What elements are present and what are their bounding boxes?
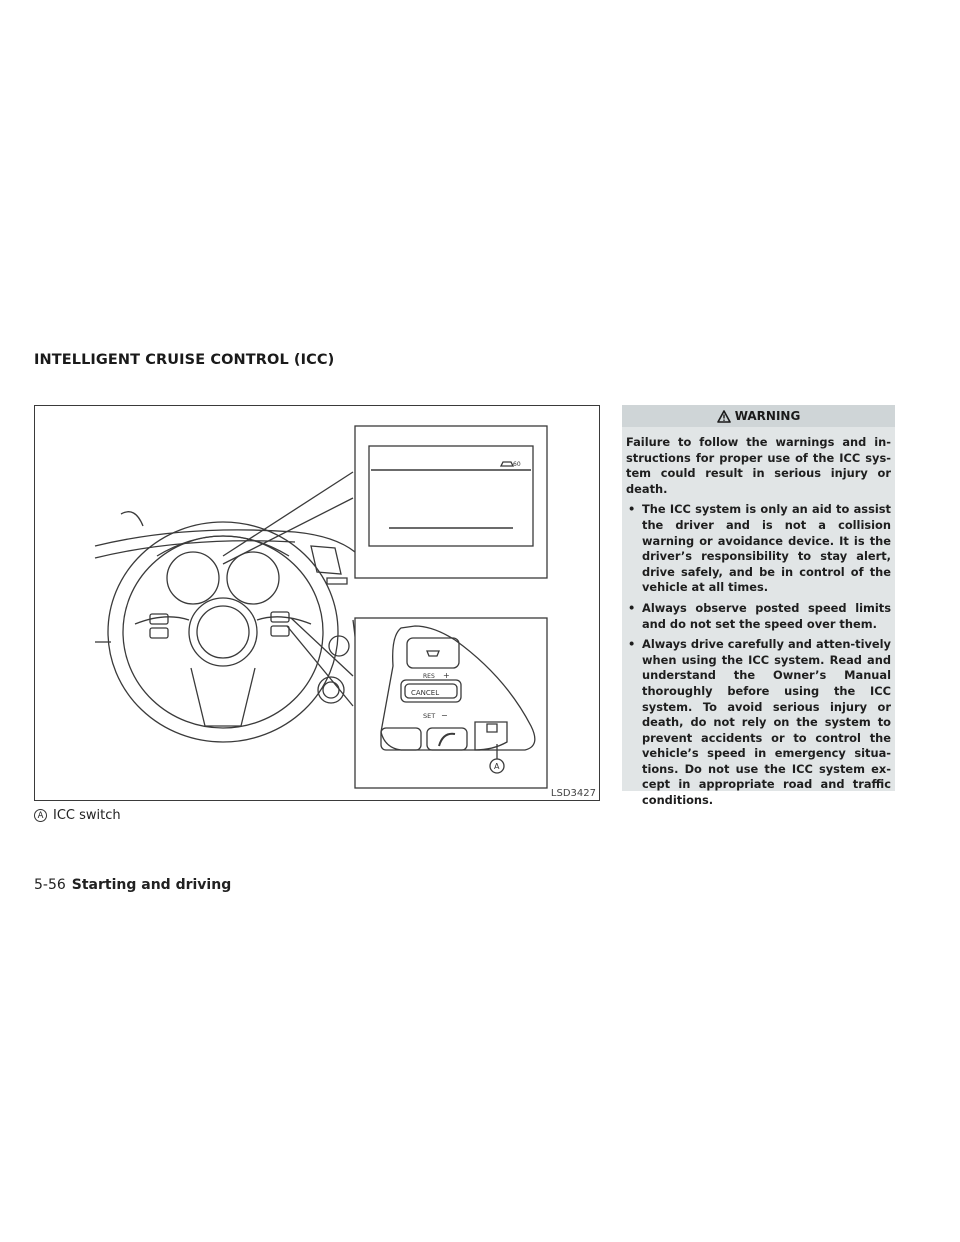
leader-line-display: [222, 471, 354, 557]
page-footer: 5-56 Starting and driving: [34, 877, 231, 893]
steering-wheel-rim: [107, 521, 339, 743]
figure-code: LSD3427: [550, 788, 596, 799]
figure-caption: A ICC switch: [34, 808, 121, 823]
start-button: [317, 676, 345, 704]
warning-intro: Failure to follow the warnings and in-st…: [626, 435, 891, 496]
leader-line-switch: [290, 617, 354, 677]
phone-icon: [438, 732, 456, 747]
callout-a-label: A: [494, 762, 500, 771]
cancel-label: CANCEL: [411, 689, 439, 697]
ignition-knob: [328, 635, 350, 657]
bullet-dot: •: [628, 600, 636, 615]
display-speed: 60: [513, 461, 521, 468]
left-switch: [149, 613, 169, 625]
plus-label: +: [443, 671, 450, 680]
left-gauge: [166, 551, 220, 605]
right-switch: [270, 611, 290, 623]
chapter-title: Starting and driving: [71, 877, 232, 893]
vent-outline: [120, 511, 144, 527]
warning-body: Failure to follow the warnings and in-st…: [622, 427, 895, 809]
warning-header: WARNING: [622, 405, 895, 427]
distance-button: [474, 721, 508, 751]
lane-button: [380, 727, 422, 751]
set-label: SET: [423, 712, 435, 720]
callout-a-circle: [489, 758, 505, 774]
steering-hub: [188, 597, 258, 667]
warning-triangle-icon: [716, 409, 731, 423]
warning-bullet-text: Always drive carefully and atten-tively …: [642, 637, 891, 808]
page-number: 5-56: [34, 877, 66, 893]
car-icon: [499, 461, 515, 467]
switch-inset: [354, 617, 548, 789]
cancel-button-outline: [400, 679, 462, 703]
warning-bullet-text: Always observe posted speed limits and d…: [642, 600, 891, 631]
section-title: INTELLIGENT CRUISE CONTROL (ICC): [34, 352, 335, 368]
icc-button: [406, 637, 460, 669]
warning-title: WARNING: [734, 409, 801, 423]
steering-wheel-illustration: 60 A RES + CANCEL SET −: [94, 425, 548, 789]
warning-bullet: • Always drive carefully and atten-tivel…: [626, 637, 891, 809]
steering-wheel-figure: 60 A RES + CANCEL SET − LSD3427: [34, 405, 600, 801]
warning-bullet-text: The ICC system is only an aid to assist …: [642, 502, 891, 595]
warning-bullet: • Always observe posted speed limits and…: [626, 601, 891, 632]
minus-label: −: [441, 711, 448, 720]
res-label: RES: [423, 673, 435, 680]
warning-bullet: • The ICC system is only an aid to assis…: [626, 502, 891, 596]
phone-button: [426, 727, 468, 751]
lower-spoke: [190, 667, 256, 727]
right-vent-icon: [310, 545, 342, 575]
bullet-dot: •: [628, 637, 636, 652]
warning-box: WARNING Failure to follow the warnings a…: [622, 405, 895, 807]
right-gauge: [226, 551, 280, 605]
bullet-dot: •: [628, 502, 636, 517]
caption-text: ICC switch: [53, 808, 121, 823]
callout-a-marker: A: [34, 809, 47, 822]
display-inset: [354, 425, 548, 579]
